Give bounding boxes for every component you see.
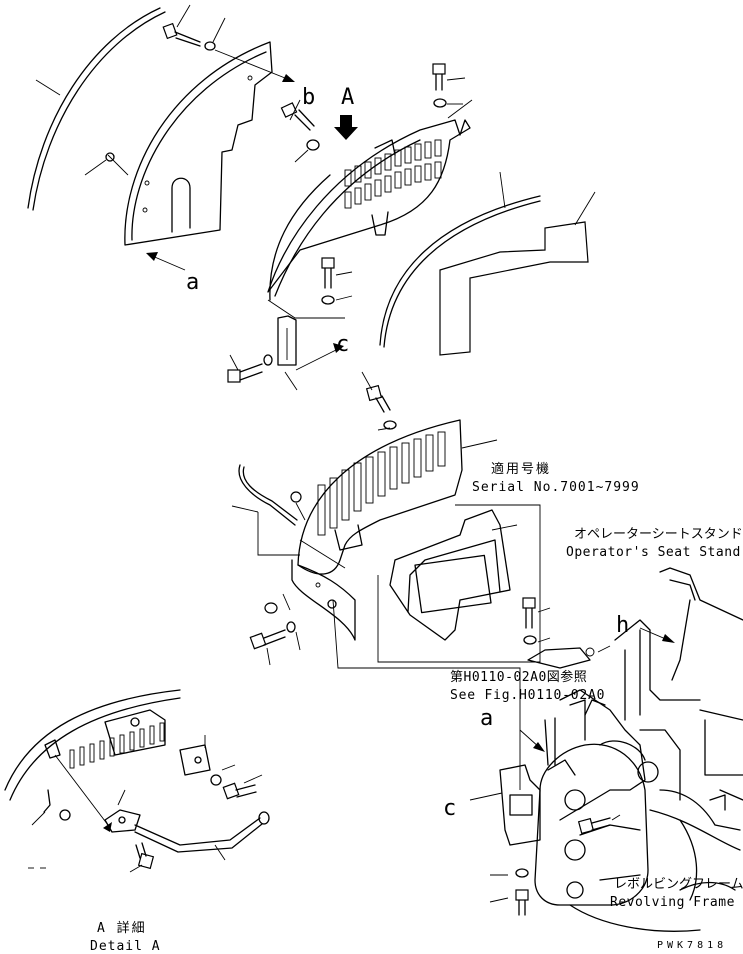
see-fig-note-jp: 第H0110-02A0図参照 xyxy=(450,670,588,685)
bolt-upper-2 xyxy=(280,99,320,163)
lower-grille-guard xyxy=(291,419,498,641)
serial-note-en: Serial No.7001~7999 xyxy=(472,480,640,495)
fig-ref-hardware xyxy=(522,597,611,669)
bolt-b xyxy=(162,4,295,82)
drawing-code: PWK7818 xyxy=(657,940,728,951)
detail-A-view xyxy=(4,689,270,873)
inner-panel xyxy=(377,504,541,663)
revolving-frame xyxy=(534,619,743,932)
callout-c-mid: c xyxy=(336,332,350,357)
seat-stand xyxy=(639,567,743,681)
lower-grille-fasteners xyxy=(249,593,301,666)
callout-b: b xyxy=(302,85,316,110)
serial-note-jp: 適用号機 xyxy=(491,462,552,477)
bolt-middle xyxy=(361,371,397,431)
detail-slots xyxy=(69,722,165,769)
side-cover-plate xyxy=(84,41,273,246)
l-shaped-pad xyxy=(439,191,596,356)
callout-view-A: A xyxy=(341,85,355,110)
bolt-upper-1 xyxy=(432,63,466,108)
callout-c-lower: c xyxy=(443,796,457,821)
view-arrow-A xyxy=(334,115,358,140)
upper-grille-guard xyxy=(267,99,473,301)
frame-label-jp: レボルビングフレーム xyxy=(614,877,743,892)
detail-label-en: Detail A xyxy=(90,939,161,954)
grille-slots-lower xyxy=(317,431,446,536)
detail-label-jp: A 詳細 xyxy=(97,921,147,936)
callout-h: h xyxy=(616,613,630,638)
seal-strip-middle xyxy=(379,171,541,348)
leader-a-top xyxy=(146,252,186,271)
leader-lines-lower xyxy=(332,599,521,790)
bracket-leg xyxy=(227,257,353,391)
callout-a-top: a xyxy=(186,270,200,295)
callout-a-lower: a xyxy=(480,706,494,731)
grille-slots-upper xyxy=(344,139,442,209)
seal-strip-top xyxy=(27,7,166,211)
seat-stand-label-jp: オペレーターシートスタンド xyxy=(574,527,743,542)
seat-stand-label-en: Operator's Seat Stand xyxy=(566,545,741,560)
see-fig-note-en: See Fig.H0110-02A0 xyxy=(450,688,606,703)
hose-piece xyxy=(231,464,306,556)
frame-label-en: Revolving Frame xyxy=(610,895,735,910)
lower-mount-bracket xyxy=(469,717,621,916)
